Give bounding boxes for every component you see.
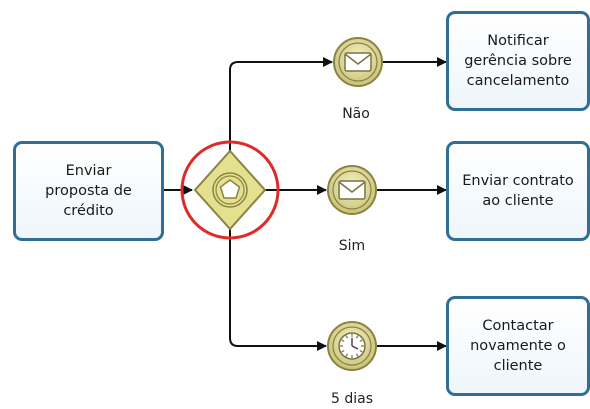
label-no: Não <box>342 106 370 122</box>
envelope-icon <box>344 52 372 72</box>
flow-gateway-to-timer-event[interactable] <box>229 229 327 351</box>
pentagon-icon <box>219 179 241 199</box>
clock-icon <box>338 332 366 360</box>
label-timer: 5 dias <box>330 391 373 407</box>
task-send-proposal[interactable]: Enviar proposta de crédito <box>13 141 164 241</box>
task-send-contract[interactable]: Enviar contrato ao cliente <box>446 141 590 241</box>
label-yes: Sim <box>338 238 366 254</box>
task-notify-management[interactable]: Notificar gerência sobre cancelamento <box>446 11 590 111</box>
event-based-gateway[interactable] <box>193 149 267 231</box>
task-contact-again[interactable]: Contactar novamente o cliente <box>446 296 590 396</box>
flow-gateway-to-no-event[interactable] <box>229 57 333 151</box>
message-event-no[interactable] <box>333 37 383 87</box>
highlight-circle <box>180 140 280 240</box>
sequence-flows <box>164 57 447 351</box>
envelope-icon <box>338 180 366 200</box>
timer-event[interactable] <box>327 321 377 371</box>
message-event-yes[interactable] <box>327 165 377 215</box>
